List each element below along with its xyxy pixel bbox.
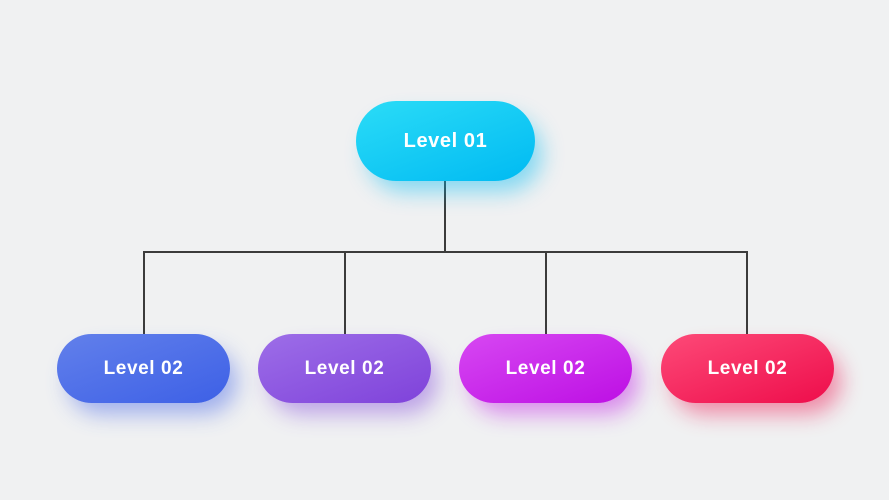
connector-drop-1 (143, 251, 145, 335)
level-02-node-1: Level 02 (57, 334, 230, 403)
level-02-label-1: Level 02 (103, 357, 184, 379)
level-02-label-3: Level 02 (505, 357, 586, 379)
level-02-node-4: Level 02 (661, 334, 834, 403)
level-02-label-2: Level 02 (304, 357, 385, 379)
connector-drop-4 (746, 251, 748, 335)
level-01-label: Level 01 (403, 129, 488, 152)
connector-stem (444, 181, 446, 252)
connector-horizontal-bar (143, 251, 748, 253)
connector-drop-3 (545, 251, 547, 335)
level-02-node-2: Level 02 (258, 334, 431, 403)
connector-drop-2 (344, 251, 346, 335)
level-01-node: Level 01 (356, 101, 535, 181)
level-02-label-4: Level 02 (707, 357, 788, 379)
level-02-node-3: Level 02 (459, 334, 632, 403)
